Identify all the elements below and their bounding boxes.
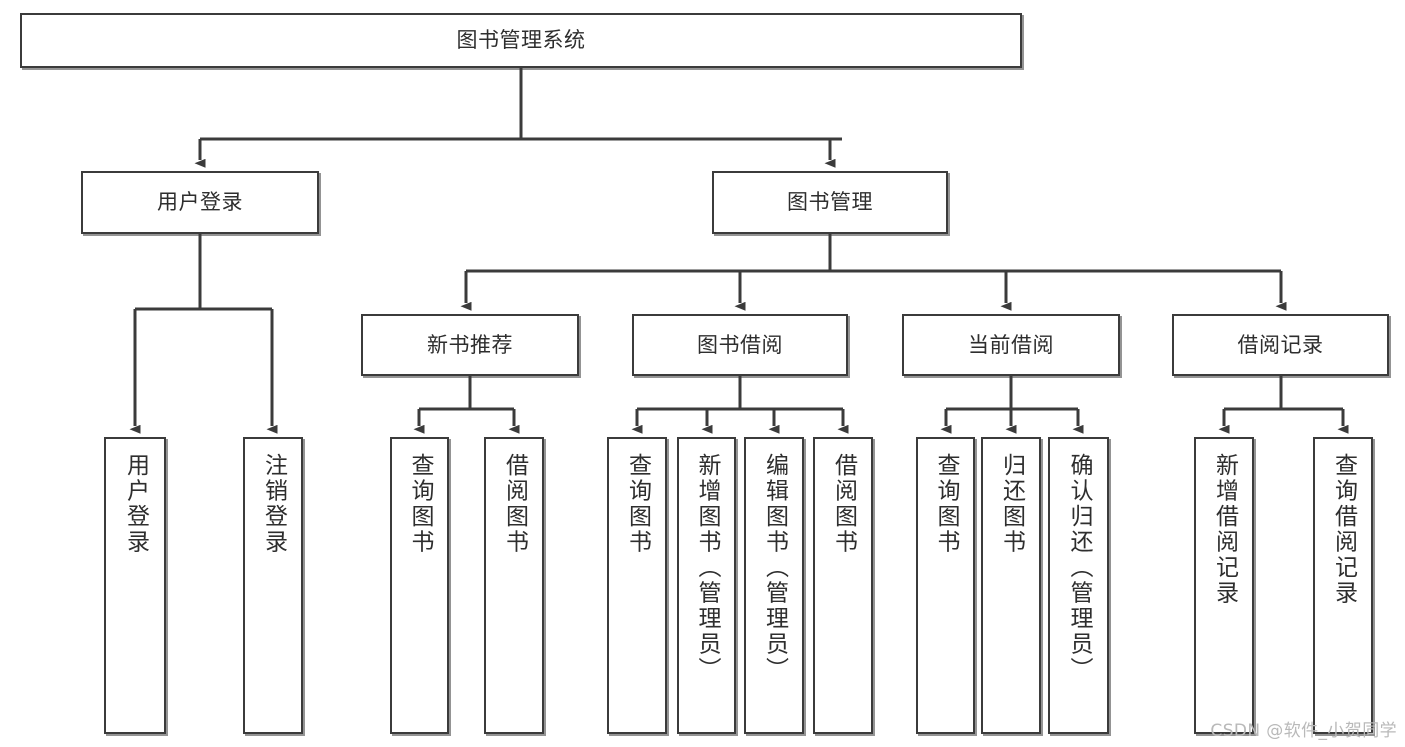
leaf-node-label: 查询借阅记录: [1330, 453, 1357, 606]
node-root-label: 图书管理系统: [456, 28, 586, 53]
leaf-node-label: 新增借阅记录: [1211, 453, 1238, 606]
node-book-borrow-label: 图书借阅: [697, 332, 783, 357]
leaf-node[interactable]: 注销登录: [243, 437, 303, 734]
leaf-node-label: 查询图书: [933, 453, 959, 555]
leaf-node-label: 用户登录: [122, 453, 149, 555]
leaf-node[interactable]: 查询图书: [607, 437, 667, 734]
leaf-node-label: 查询图书: [624, 453, 651, 555]
leaf-node-label: 确认归还（管理员）: [1066, 453, 1092, 683]
leaf-node[interactable]: 用户登录: [104, 437, 166, 734]
leaf-node[interactable]: 确认归还（管理员）: [1048, 437, 1109, 734]
leaf-node[interactable]: 查询借阅记录: [1313, 437, 1373, 734]
leaf-node[interactable]: 查询图书: [390, 437, 449, 734]
leaf-node[interactable]: 归还图书: [981, 437, 1041, 734]
leaf-node[interactable]: 编辑图书（管理员）: [744, 437, 804, 734]
leaf-node[interactable]: 查询图书: [916, 437, 975, 734]
node-user-login-label: 用户登录: [157, 190, 243, 215]
node-book-management[interactable]: 图书管理: [712, 171, 948, 234]
watermark: CSDN @软件_小贺同学: [1210, 721, 1397, 741]
node-borrow-records[interactable]: 借阅记录: [1172, 314, 1389, 376]
leaf-node-label: 归还图书: [998, 453, 1025, 555]
node-current-borrow-label: 当前借阅: [968, 332, 1054, 357]
node-new-book-recommend[interactable]: 新书推荐: [361, 314, 579, 376]
leaf-node[interactable]: 借阅图书: [484, 437, 544, 734]
leaf-node-label: 新增图书（管理员）: [694, 453, 720, 683]
node-borrow-records-label: 借阅记录: [1237, 332, 1324, 357]
leaf-node-label: 借阅图书: [830, 453, 857, 555]
node-root[interactable]: 图书管理系统: [20, 13, 1022, 68]
leaf-node[interactable]: 借阅图书: [813, 437, 873, 734]
node-user-login[interactable]: 用户登录: [81, 171, 319, 234]
leaf-node[interactable]: 新增借阅记录: [1194, 437, 1254, 734]
node-book-borrow[interactable]: 图书借阅: [632, 314, 848, 376]
node-new-book-recommend-label: 新书推荐: [427, 332, 513, 357]
node-current-borrow[interactable]: 当前借阅: [902, 314, 1120, 376]
leaf-node-label: 查询图书: [407, 453, 433, 555]
leaf-node-label: 注销登录: [260, 453, 287, 555]
leaf-node-label: 编辑图书（管理员）: [761, 453, 788, 683]
leaf-node-label: 借阅图书: [501, 453, 528, 555]
node-book-management-label: 图书管理: [787, 190, 873, 215]
leaf-node[interactable]: 新增图书（管理员）: [677, 437, 736, 734]
